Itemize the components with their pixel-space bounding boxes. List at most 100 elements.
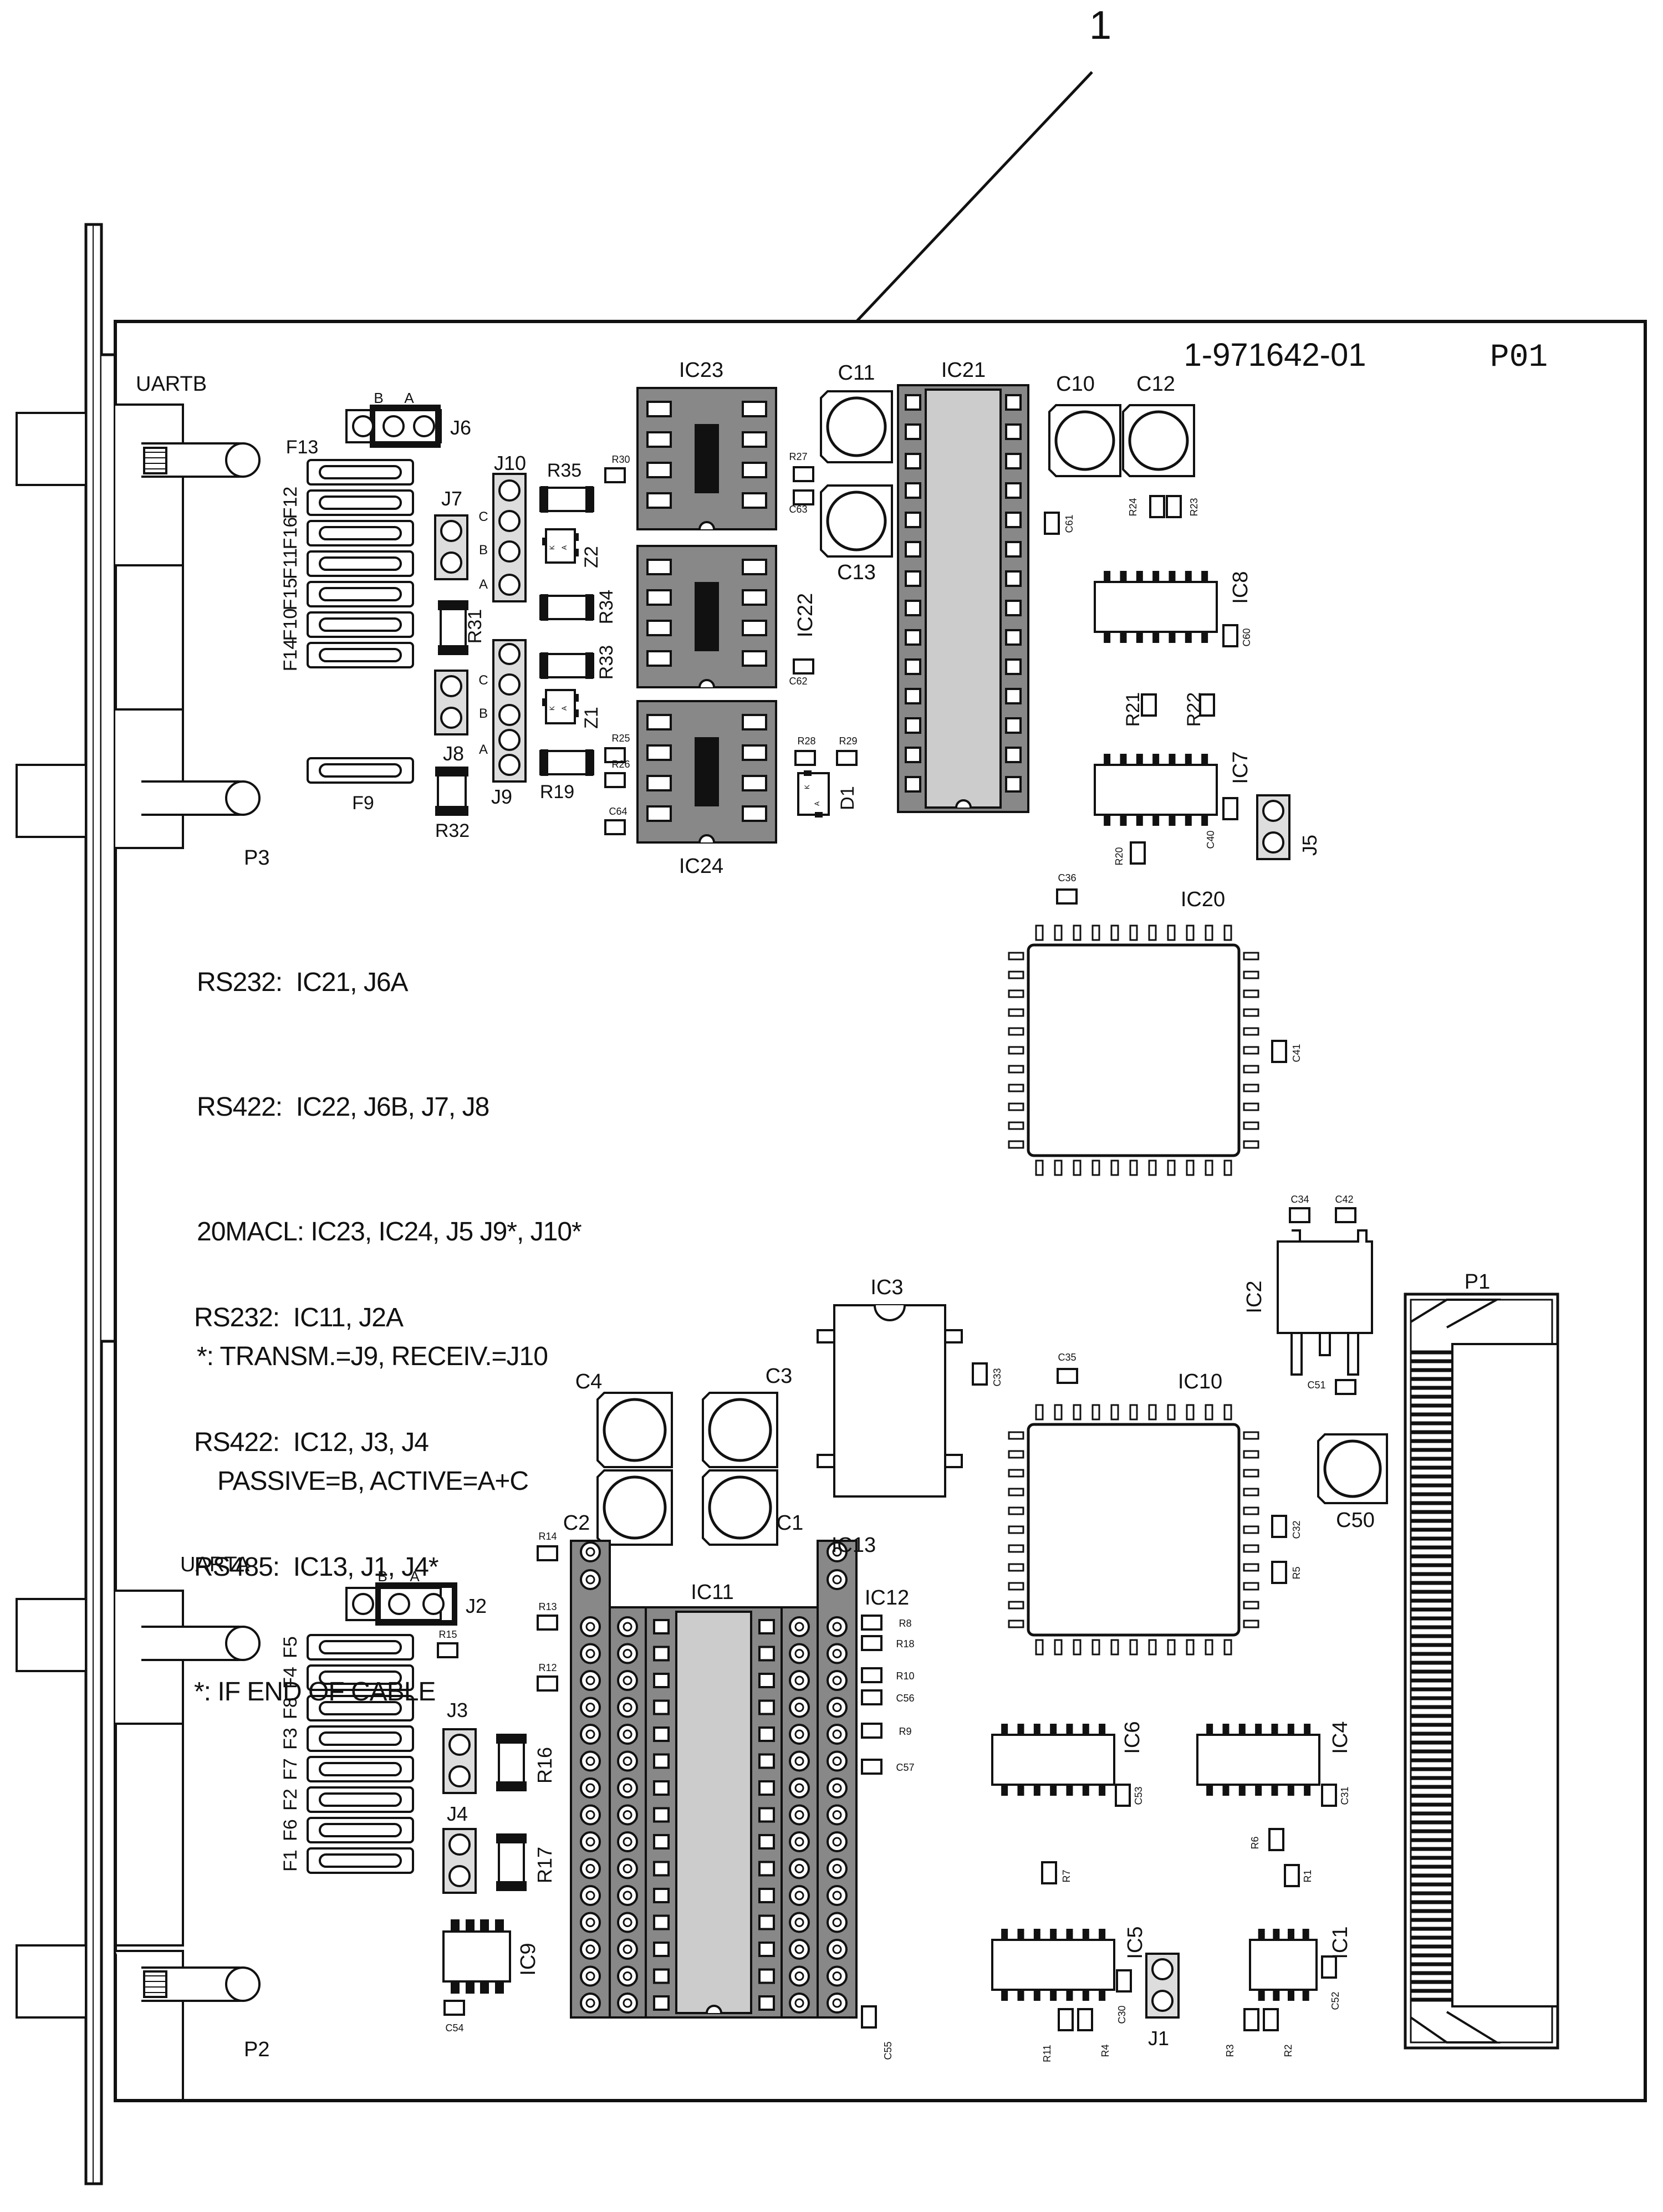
ic11-pin: [758, 1861, 775, 1877]
ic11-pin: [758, 1646, 775, 1662]
zener-z2: [542, 528, 579, 564]
uartb-title: UARTB: [136, 372, 207, 396]
jumper-j4: [442, 1828, 477, 1894]
ic11-pin: [653, 1726, 670, 1742]
fuse-label: F5: [280, 1636, 301, 1658]
uartb-fuse-f16: [307, 520, 414, 546]
socket-pin: [617, 1643, 638, 1664]
ic24-socket: [636, 700, 777, 844]
connector-p3: [16, 403, 261, 849]
socket-pin-hole: [623, 1675, 632, 1685]
r30-label: R30: [611, 454, 630, 465]
ic11-pin: [653, 1914, 670, 1930]
j6-a-label: A: [404, 390, 414, 406]
smd-r12: [537, 1675, 558, 1692]
uartb-fuse-f14: [307, 642, 414, 668]
uarta-note-line: RS232: IC11, J2A: [194, 1303, 404, 1332]
socket-pin-hole: [585, 1756, 595, 1766]
ic11-pin: [758, 1673, 775, 1688]
ic4-label: IC4: [1329, 1721, 1352, 1754]
socket-pin-hole: [794, 1783, 804, 1793]
c3-label: C3: [766, 1365, 793, 1388]
socket-pin-hole: [832, 1703, 842, 1712]
connector-p3-label: P3: [244, 846, 269, 870]
smd-r18: [861, 1635, 882, 1651]
socket-pin-hole: [832, 1649, 842, 1658]
uartb-note-line: *: TRANSM.=J9, RECEIV.=J10: [197, 1342, 548, 1371]
ic8-label: IC8: [1229, 571, 1252, 604]
socket-pin-hole: [794, 1891, 804, 1901]
r29-label: R29: [839, 735, 857, 747]
smd-r29: [836, 750, 858, 766]
smd-c34: [1289, 1207, 1310, 1223]
socket-pin: [617, 1724, 638, 1745]
ic11-pin: [653, 1968, 670, 1984]
r8-label: R8: [899, 1618, 911, 1629]
c36-label: C36: [1058, 872, 1076, 883]
socket-pin: [827, 1724, 848, 1745]
ic7-label: IC7: [1229, 751, 1252, 784]
socket-pin: [827, 1616, 848, 1637]
socket-pin: [580, 1912, 601, 1933]
socket-pin: [580, 1616, 601, 1637]
socket-pin: [617, 1885, 638, 1906]
socket-pin: [617, 1831, 638, 1852]
smd-c55: [861, 2005, 877, 2029]
jumper-j3: [442, 1728, 477, 1794]
ic11-pin: [653, 1888, 670, 1903]
ic11-pin: [758, 1834, 775, 1850]
socket-pin: [580, 1569, 601, 1590]
ic11-pin: [653, 1753, 670, 1769]
ic11-pin: [758, 1888, 775, 1903]
soic-ic-group: [991, 571, 1320, 2001]
socket-pin: [617, 1858, 638, 1879]
socket-pin-hole: [832, 1547, 842, 1557]
smd-c56: [861, 1689, 882, 1705]
r6-label: R6: [1249, 1836, 1261, 1849]
ic11-pin: [653, 1807, 670, 1823]
smd-c54: [443, 2000, 465, 2016]
socket-pin: [580, 1724, 601, 1745]
ic20-label: IC20: [1181, 888, 1225, 911]
r31-label: R31: [465, 609, 486, 643]
socket-pin-hole: [585, 1649, 595, 1658]
ic11-pin: [758, 1995, 775, 2011]
socket-pin: [827, 1831, 848, 1852]
c34-label: C34: [1290, 1194, 1309, 1205]
socket-pin: [617, 1939, 638, 1960]
uarta-fuse-f7: [307, 1756, 414, 1782]
c33-label: C33: [992, 1368, 1003, 1386]
smd-c32: [1271, 1515, 1287, 1538]
smd-c33: [972, 1362, 988, 1386]
uarta-note-line: RS422: IC12, J3, J4: [194, 1428, 429, 1457]
ic23-socket: [636, 387, 777, 530]
j1-label: J1: [1148, 2027, 1169, 2050]
r24-label: R24: [1128, 498, 1139, 516]
smd-r14: [537, 1545, 558, 1561]
uartb-fuse-f9-element: [319, 763, 402, 778]
socket-pin: [789, 1670, 810, 1691]
j10-a-label: A: [479, 577, 488, 592]
socket-pin-hole: [585, 1703, 595, 1712]
capacitor-c50: [1317, 1433, 1388, 1504]
ic11-pin: [758, 1619, 775, 1634]
socket-pin-hole: [623, 1918, 632, 1927]
socket-pin-hole: [794, 1810, 804, 1820]
r7-label: R7: [1061, 1869, 1072, 1882]
socket-pin: [580, 1885, 601, 1906]
socket-pin: [580, 1831, 601, 1852]
socket-pin: [827, 1885, 848, 1906]
smd-r8: [861, 1615, 882, 1631]
socket-pin-hole: [832, 1729, 842, 1739]
socket-pin: [789, 1912, 810, 1933]
c50-label: C50: [1336, 1509, 1375, 1532]
r26-label: R26: [611, 759, 630, 770]
ic23-label: IC23: [679, 359, 723, 382]
socket-pin: [827, 1804, 848, 1826]
socket-pin-hole: [623, 1998, 632, 2008]
socket-pin: [789, 1804, 810, 1826]
capacitor-c4: [596, 1392, 673, 1468]
smd-c60: [1222, 624, 1238, 647]
ic11-pin: [758, 1807, 775, 1823]
socket-pin-hole: [585, 1837, 595, 1847]
